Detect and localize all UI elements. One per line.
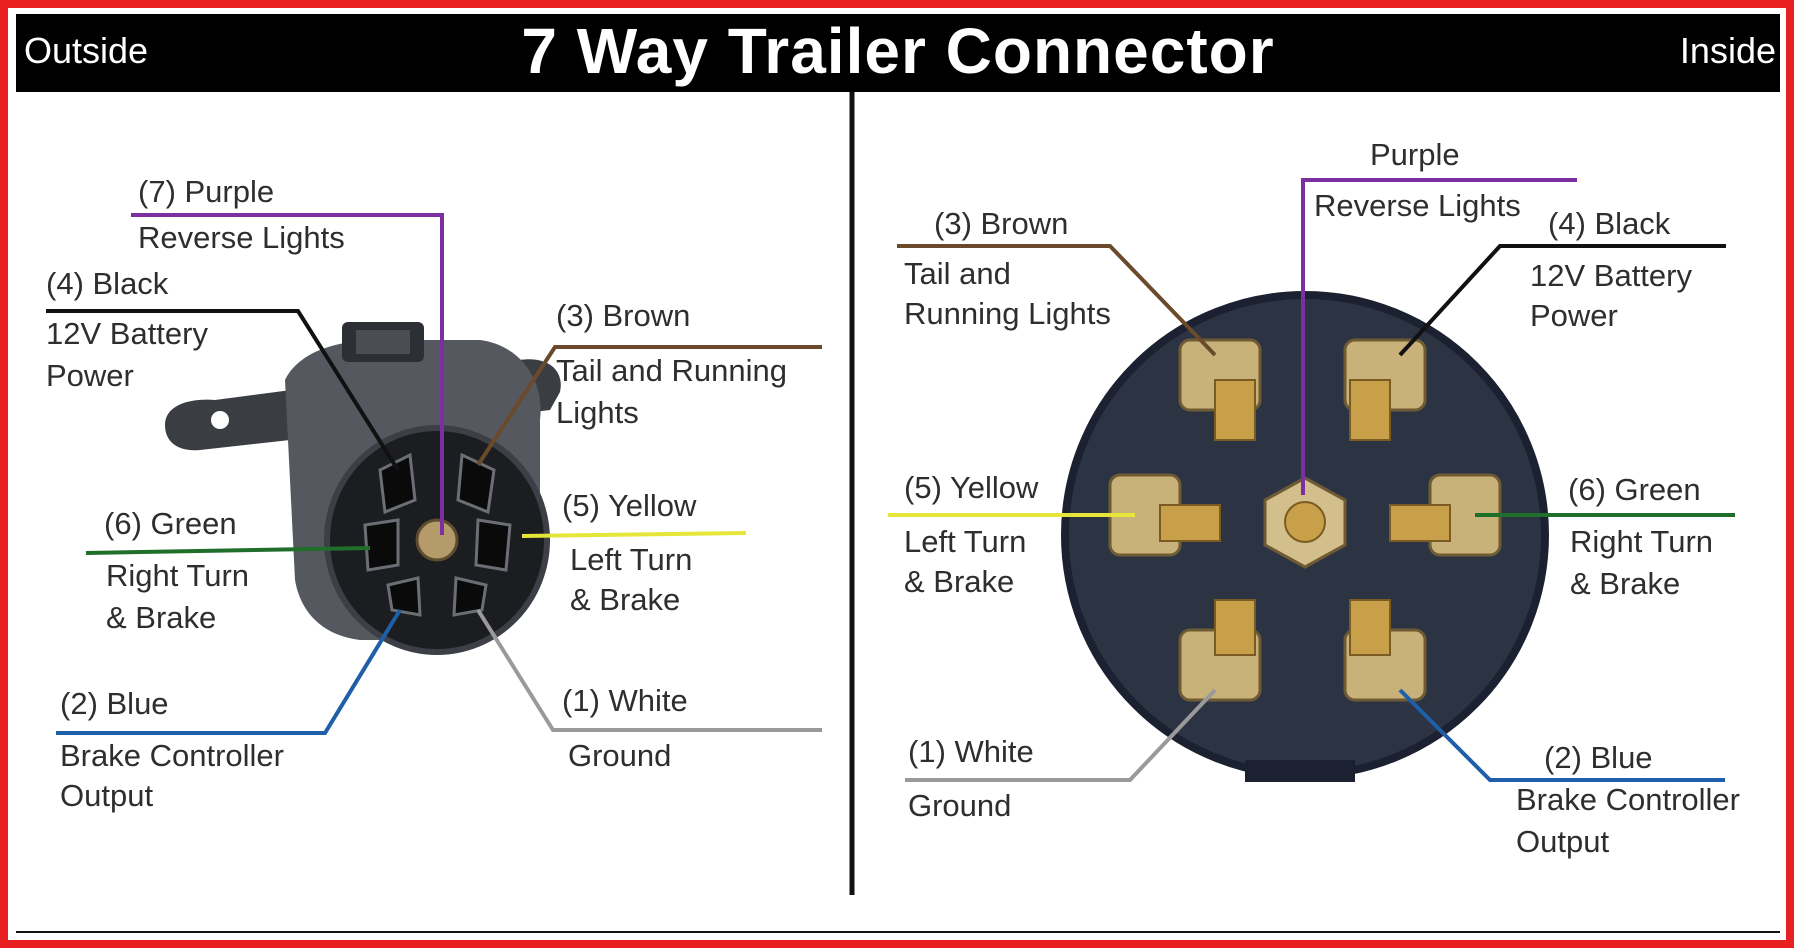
- outside-green-function-2: & Brake: [106, 600, 217, 635]
- inside-leader-lines: [888, 178, 1735, 782]
- socket-green: [363, 518, 400, 572]
- page-title: 7 Way Trailer Connector: [521, 15, 1275, 87]
- outside-plug: [165, 322, 561, 655]
- outside-line-blue: [56, 608, 402, 735]
- inside-green-function-1: Right Turn: [1570, 524, 1714, 559]
- inside-purple-function: Reverse Lights: [1314, 188, 1521, 223]
- outside-line-white: [476, 608, 822, 732]
- outside-line-purple: [131, 213, 444, 535]
- inside-white-function: Ground: [908, 788, 1012, 823]
- outside-black-function-2: Power: [46, 358, 134, 393]
- inside-blue-function-1: Brake Controller: [1516, 782, 1740, 817]
- outside-blue-id: (2) Blue: [60, 686, 169, 721]
- inside-green-function-2: & Brake: [1570, 566, 1681, 601]
- socket-black: [378, 452, 417, 515]
- header-left-label: Outside: [24, 30, 149, 71]
- inside-yellow-id: (5) Yellow: [904, 470, 1039, 505]
- terminal-center-bolt: [1284, 501, 1326, 543]
- outside-green-function-1: Right Turn: [106, 558, 250, 593]
- inside-yellow-function-2: & Brake: [904, 564, 1015, 599]
- header-bar: [16, 14, 1780, 92]
- inside-black-function-1: 12V Battery: [1530, 258, 1692, 293]
- inside-blue-id: (2) Blue: [1544, 740, 1653, 775]
- outside-black-id: (4) Black: [46, 266, 169, 301]
- outside-white-function: Ground: [568, 738, 672, 773]
- inside-receptacle: [1061, 291, 1549, 782]
- inside-brown-function-2: Running Lights: [904, 296, 1111, 331]
- outside-blue-function-2: Output: [60, 778, 154, 813]
- inside-brown-function-1: Tail and: [904, 256, 1011, 291]
- outside-purple-id: (7) Purple: [138, 174, 275, 209]
- socket-white: [452, 576, 488, 617]
- inside-line-brown: [897, 244, 1217, 357]
- outside-purple-function: Reverse Lights: [138, 220, 345, 255]
- terminal-brown: [1178, 338, 1262, 441]
- socket-blue: [386, 576, 422, 617]
- inside-blue-function-2: Output: [1516, 824, 1610, 859]
- inside-line-black: [1398, 244, 1726, 357]
- outside-yellow-function-2: & Brake: [570, 582, 681, 617]
- outside-green-id: (6) Green: [104, 506, 237, 541]
- outside-blue-function-1: Brake Controller: [60, 738, 284, 773]
- socket-brown: [456, 452, 496, 515]
- outside-leader-lines: [46, 213, 822, 735]
- outside-line-black: [46, 309, 400, 472]
- inside-black-id: (4) Black: [1548, 206, 1671, 241]
- outside-yellow-function-1: Left Turn: [570, 542, 693, 577]
- outside-line-yellow: [521, 531, 747, 538]
- socket-yellow: [474, 518, 512, 572]
- outside-brown-function-1: Tail and Running: [556, 353, 787, 388]
- inside-green-id: (6) Green: [1568, 472, 1701, 507]
- header-right-label: Inside: [1679, 30, 1776, 71]
- terminal-blue: [1343, 599, 1427, 702]
- inside-yellow-function-1: Left Turn: [904, 524, 1027, 559]
- plug-face-rim: [324, 425, 550, 655]
- outside-black-function-1: 12V Battery: [46, 316, 208, 351]
- inside-line-blue: [1398, 688, 1725, 782]
- outside-yellow-id: (5) Yellow: [562, 488, 697, 523]
- terminal-black: [1343, 338, 1427, 441]
- inside-line-white: [905, 688, 1217, 782]
- center-pin: [415, 518, 459, 562]
- terminal-white: [1178, 599, 1262, 702]
- outside-brown-function-2: Lights: [556, 395, 639, 430]
- outside-line-brown: [476, 345, 822, 467]
- inside-black-function-2: Power: [1530, 298, 1618, 333]
- outside-white-id: (1) White: [562, 683, 688, 718]
- outside-brown-id: (3) Brown: [556, 298, 691, 333]
- flange-hole-left: [211, 411, 229, 429]
- inside-purple-id: Purple: [1370, 137, 1460, 172]
- inside-white-id: (1) White: [908, 734, 1034, 769]
- inside-brown-id: (3) Brown: [934, 206, 1069, 241]
- plug-latch-inner: [356, 330, 410, 354]
- outside-line-green: [85, 546, 371, 555]
- receptacle-notch: [1245, 760, 1355, 782]
- inside-line-purple: [1301, 178, 1577, 495]
